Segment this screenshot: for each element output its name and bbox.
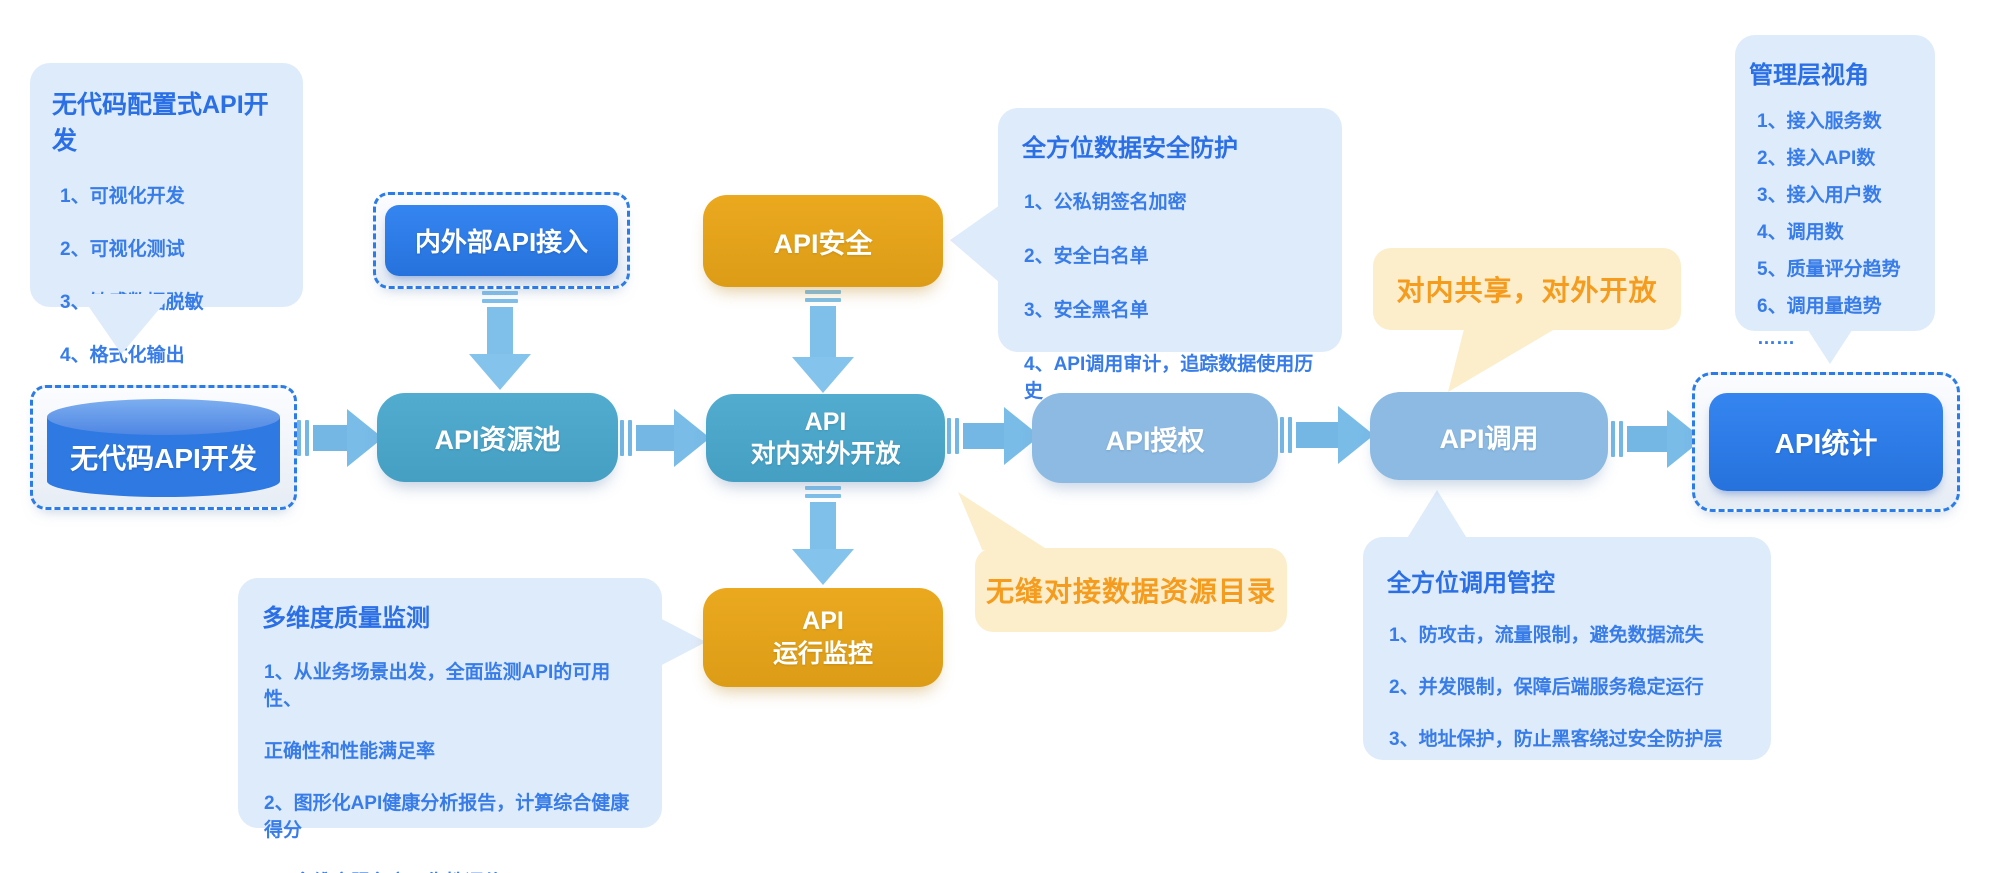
callout-item: 2、可视化测试 (60, 239, 185, 260)
callout-item: 1、可视化开发 (60, 186, 185, 207)
callout-item: 6、调用量趋势 (1757, 296, 1882, 317)
callout-item: 1、接入服务数 (1757, 111, 1882, 132)
callout-title: 全方位调用管控 (1387, 570, 1555, 597)
arrow-right-icon (620, 409, 710, 467)
callout-nocode-config: 无代码配置式API开发 1、可视化开发 2、可视化测试 3、敏感数据脱敏 4、格… (30, 63, 303, 366)
node-label: API资源池 (434, 425, 561, 455)
node-label: API安全 (773, 228, 873, 259)
node-api-access: 内外部API接入 (373, 192, 630, 289)
node-label-line1: API (802, 607, 844, 635)
callout-item: 正确性和性能满足率 (264, 741, 436, 762)
node-api-pool: API资源池 (377, 393, 618, 482)
callout-data-security: 全方位数据安全防护 1、公私钥签名加密 2、安全白名单 3、安全黑名单 4、AP… (998, 108, 1342, 402)
callout-item: 4、调用数 (1757, 222, 1844, 243)
node-label-line2: 对内对外开放 (750, 440, 901, 468)
callout-quality-monitor: 多维度质量监测 1、从业务场景出发，全面监测API的可用性、 正确性和性能满足率… (238, 578, 662, 873)
node-label-line2: 运行监控 (772, 639, 873, 668)
callout-item: 3、多维度服务商可靠性评价 (264, 867, 646, 873)
callout-item: 1、从业务场景出发，全面监测API的可用性、 (264, 662, 611, 710)
arrow-down-icon (792, 290, 854, 393)
node-nocode-api-dev: 无代码API开发 (30, 385, 297, 510)
arrow-down-icon (469, 291, 531, 390)
node-label: API调用 (1439, 423, 1539, 454)
node-api-invoke: API调用 (1370, 392, 1608, 480)
callout-tail (950, 205, 1000, 283)
arrow-down-icon (792, 486, 854, 585)
callout-tail (1448, 326, 1560, 392)
node-api-monitor: API 运行监控 (703, 588, 943, 687)
callout-share-open: 对内共享，对外开放 (1373, 248, 1681, 330)
callout-title: 多维度质量监测 (262, 605, 430, 632)
node-api-stats: API统计 (1692, 372, 1960, 512)
callout-item: 1、公私钥签名加密 (1024, 192, 1187, 213)
callout-tail (1406, 490, 1468, 540)
callout-item: 3、地址保护，防止黑客绕过安全防护层 (1389, 729, 1723, 750)
callout-title: 管理层视角 (1749, 62, 1869, 89)
arrow-right-icon (1280, 406, 1374, 464)
callout-item: 4、格式化输出 (60, 345, 185, 366)
callout-item: 3、接入用户数 (1757, 185, 1882, 206)
database-cylinder-icon: 无代码API开发 (47, 398, 280, 497)
callout-item: 1、防攻击，流量限制，避免数据流失 (1389, 625, 1704, 646)
callout-item: 5、质量评分趋势 (1757, 259, 1901, 280)
callout-tail (958, 492, 1048, 550)
arrow-right-icon (1611, 410, 1703, 468)
node-api-auth: API授权 (1032, 393, 1278, 483)
callout-item: 4、API调用审计，追踪数据使用历史 (1024, 354, 1314, 402)
callout-item: 2、图形化API健康分析报告，计算综合健康得分 (264, 793, 630, 841)
arrow-right-icon (947, 407, 1040, 465)
callout-item: …… (1757, 328, 1795, 349)
callout-item: 3、安全黑名单 (1024, 300, 1149, 321)
callout-catalog: 无缝对接数据资源目录 (975, 548, 1287, 632)
node-label: API统计 (1709, 393, 1943, 491)
cylinder-top (47, 398, 280, 435)
node-label: API授权 (1105, 425, 1205, 456)
callout-invoke-control: 全方位调用管控 1、防攻击，流量限制，避免数据流失 2、并发限制，保障后端服务稳… (1363, 537, 1771, 760)
node-label: 内外部API接入 (385, 205, 618, 276)
callout-item: 2、接入API数 (1757, 148, 1876, 169)
node-api-open: API 对内对外开放 (706, 394, 945, 482)
node-label-line1: API (804, 407, 847, 436)
arrow-right-icon (297, 409, 383, 467)
callout-item: 2、安全白名单 (1024, 246, 1149, 267)
callout-title: 无代码配置式API开发 (52, 91, 269, 155)
callout-title: 全方位数据安全防护 (1022, 135, 1238, 162)
callout-tail (656, 616, 706, 668)
callout-management-view: 管理层视角 1、接入服务数 2、接入API数 3、接入用户数 4、调用数 5、质… (1735, 35, 1935, 349)
node-api-security: API安全 (703, 195, 943, 287)
callout-item: 2、并发限制，保障后端服务稳定运行 (1389, 677, 1704, 698)
